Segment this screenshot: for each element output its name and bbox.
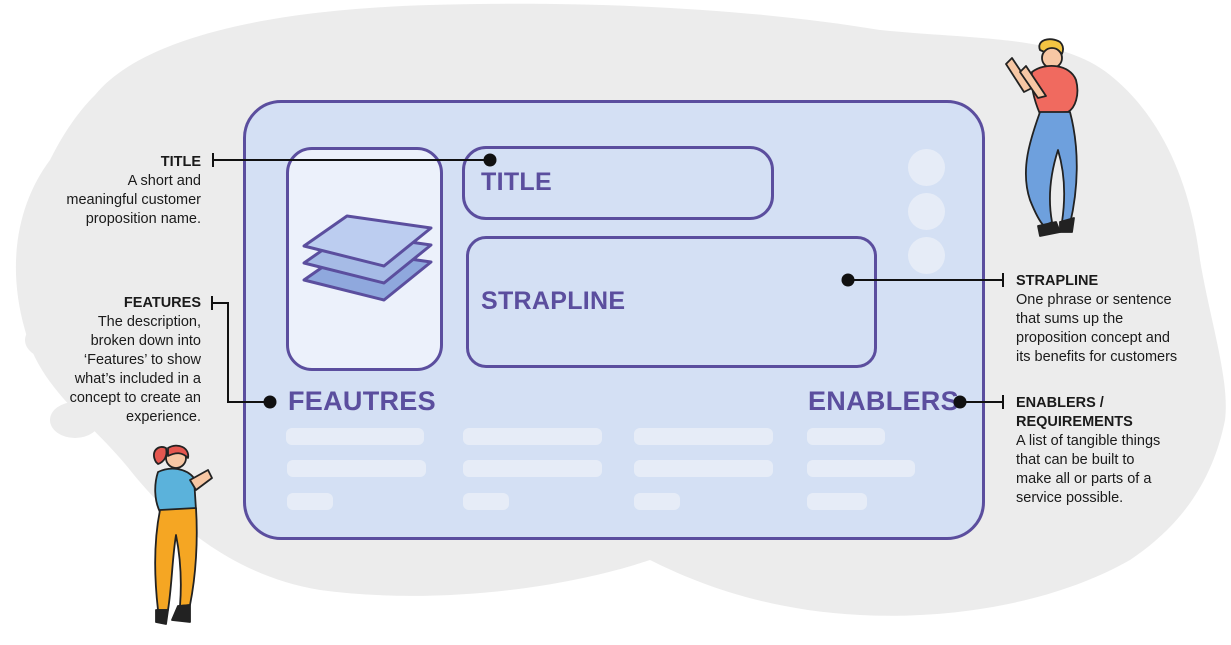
placeholder-bar (807, 428, 885, 445)
strapline-box-label: STRAPLINE (481, 287, 626, 315)
strapline-annotation-heading: STRAPLINE (1016, 273, 1099, 289)
enablers-annotation-heading: ENABLERS / (1016, 395, 1104, 411)
placeholder-bar (286, 428, 424, 445)
placeholder-bar (463, 460, 602, 477)
features-annotation-line: concept to create an (69, 390, 201, 406)
placeholder-bar (287, 460, 426, 477)
strapline-annotation-line: that sums up the (1016, 311, 1124, 327)
features-annotation-line: The description, (97, 314, 201, 330)
placeholder-bar (807, 460, 915, 477)
features-annotation: FEATURES The description, broken down in… (11, 294, 201, 427)
round-placeholder-2 (908, 193, 945, 230)
enablers-annotation-line: A list of tangible things (1016, 433, 1161, 449)
enablers-annotation-line: service possible. (1016, 490, 1124, 506)
placeholder-bar (287, 493, 333, 510)
features-annotation-line: experience. (126, 409, 201, 425)
placeholder-bar (634, 428, 773, 445)
title-box-label: TITLE (481, 168, 552, 196)
strapline-annotation-line: One phrase or sentence (1016, 292, 1172, 308)
round-placeholder-1 (908, 149, 945, 186)
strapline-annotation: STRAPLINE One phrase or sentence that su… (1016, 272, 1228, 367)
round-placeholder-3 (908, 237, 945, 274)
placeholder-bar (463, 493, 509, 510)
strapline-annotation-line: its benefits for customers (1016, 349, 1178, 365)
features-section-label: FEAUTRES (288, 386, 436, 416)
title-annotation-line: meaningful customer (66, 192, 201, 208)
title-annotation: TITLE A short and meaningful customer pr… (11, 153, 201, 229)
title-annotation-heading: TITLE (160, 154, 201, 170)
title-annotation-line: A short and (127, 173, 201, 189)
enablers-annotation: ENABLERS / REQUIREMENTS A list of tangib… (1016, 394, 1228, 508)
placeholder-bar (634, 460, 773, 477)
enablers-annotation-line: that can be built to (1016, 452, 1135, 468)
layers-icon (302, 214, 433, 302)
enablers-annotation-heading: REQUIREMENTS (1016, 414, 1133, 430)
enablers-section-label: ENABLERS (808, 386, 959, 416)
enablers-annotation-line: make all or parts of a (1016, 471, 1152, 487)
features-image-tile (286, 147, 443, 371)
strapline-box (466, 236, 877, 368)
placeholder-bar (807, 493, 867, 510)
features-annotation-heading: FEATURES (123, 295, 201, 311)
features-annotation-line: what’s included in a (74, 371, 201, 387)
title-annotation-line: proposition name. (85, 211, 201, 227)
placeholder-bar (463, 428, 602, 445)
features-annotation-line: broken down into (90, 333, 201, 349)
strapline-annotation-line: proposition concept and (1016, 330, 1170, 346)
features-annotation-line: ‘Features’ to show (83, 352, 201, 368)
title-box (462, 146, 774, 220)
placeholder-bar (634, 493, 680, 510)
